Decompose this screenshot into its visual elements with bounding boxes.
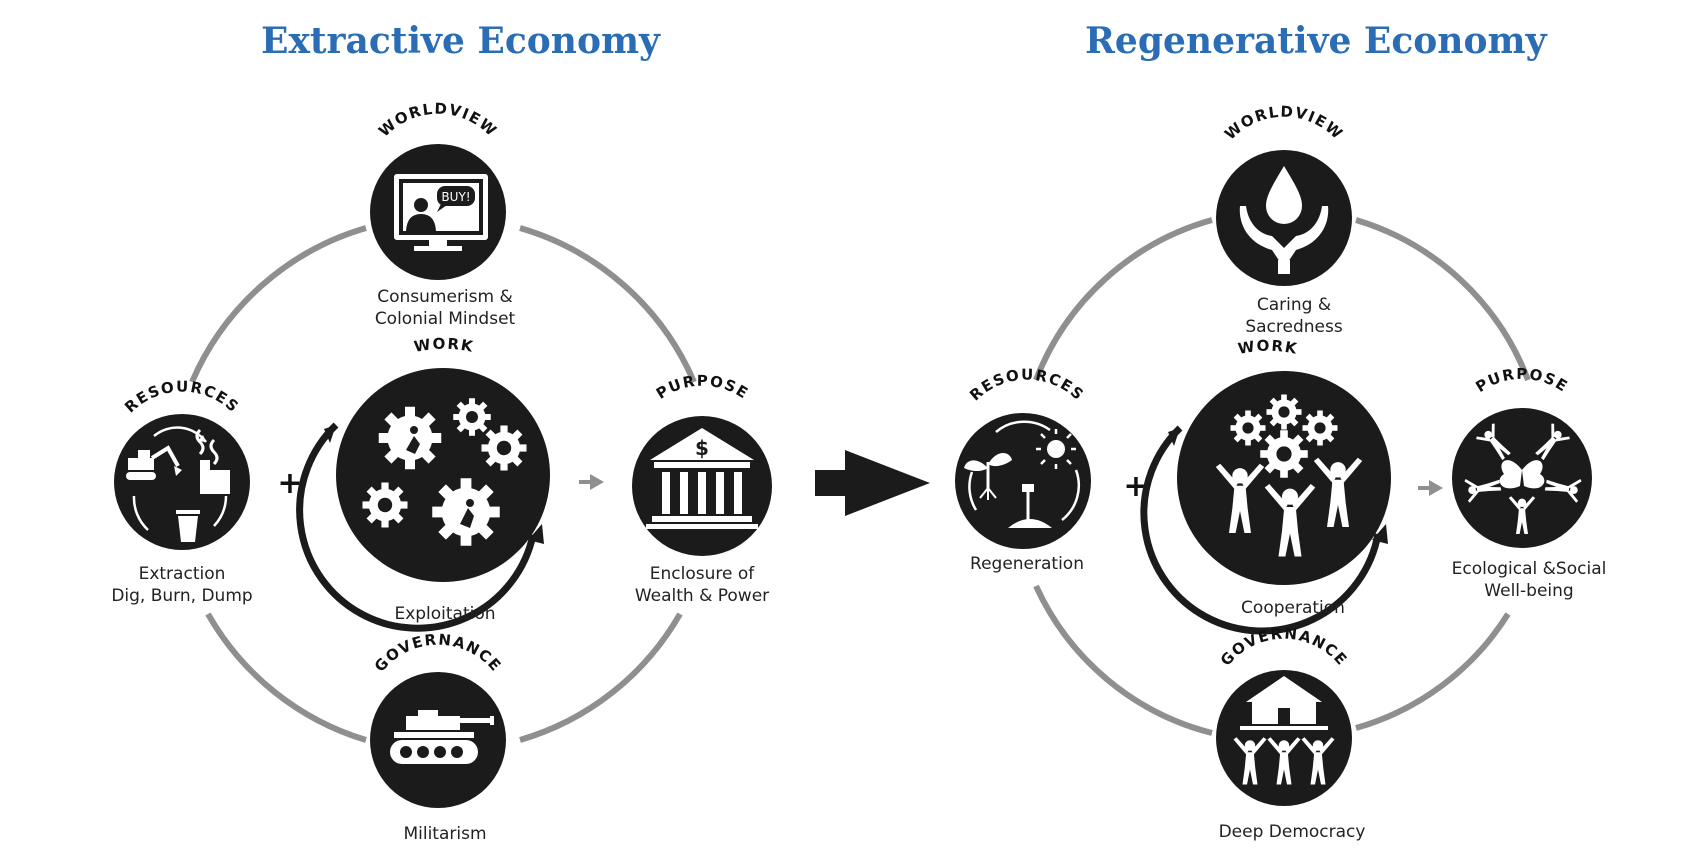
left-purpose-caption: Enclosure of Wealth & Power	[635, 563, 769, 607]
left-worldview-label: WORLDVIEW	[375, 100, 501, 141]
right-purpose-caption: Ecological &Social Well-being	[1452, 558, 1607, 602]
left-work-node: WORK	[296, 335, 550, 632]
left-work-caption: Exploitation	[394, 603, 495, 625]
left-worldview-caption-line2: Colonial Mindset	[374, 309, 516, 329]
left-cycle-ring	[189, 225, 697, 743]
right-worldview-caption-line2: Sacredness	[1245, 317, 1343, 337]
people-lifting-house-icon	[1233, 676, 1335, 785]
right-governance-node: GOVERNANCE	[1216, 624, 1352, 806]
right-flow-arrow	[1418, 480, 1443, 496]
right-resources-caption-line1: Regeneration	[970, 554, 1084, 574]
left-purpose-caption-line1: Enclosure of	[649, 564, 755, 584]
right-work-caption-line1: Cooperation	[1241, 598, 1345, 618]
left-governance-caption: Militarism	[403, 823, 486, 845]
left-resources-caption-line2: Dig, Burn, Dump	[111, 586, 253, 606]
left-resources-node: RESOURCES	[114, 378, 250, 550]
right-purpose-node: PURPOSE	[1452, 365, 1592, 548]
right-worldview-caption: Caring & Sacredness	[1245, 294, 1342, 338]
gears-workers-icon	[362, 398, 527, 546]
tv-salesman-icon: BUY!	[394, 174, 488, 251]
left-resources-label: RESOURCES	[121, 378, 243, 417]
left-worldview-node: WORLDVIEW BUY!	[370, 100, 506, 280]
left-work-caption-line1: Exploitation	[394, 604, 496, 624]
regenerative-economy-title: Regenerative Economy	[1085, 20, 1547, 62]
right-work-node: WORK	[1140, 337, 1391, 635]
hands-water-drop-icon	[1239, 166, 1329, 274]
left-governance-caption-line1: Militarism	[403, 824, 487, 844]
left-governance-node: GOVERNANCE	[370, 630, 506, 808]
sprout-sun-shovel-icon	[964, 420, 1081, 528]
right-governance-caption-line1: Deep Democracy	[1218, 822, 1366, 842]
left-resources-caption-line1: Extraction	[138, 564, 226, 584]
left-work-label: WORK	[413, 335, 476, 356]
right-resources-caption: Regeneration	[970, 553, 1084, 575]
bank-dollar-icon: $	[646, 428, 758, 529]
tank-icon	[390, 710, 494, 764]
left-flow-arrow	[579, 474, 604, 490]
right-purpose-caption-line1: Ecological &Social	[1451, 559, 1607, 579]
extractive-economy-title: Extractive Economy	[261, 20, 660, 62]
right-purpose-label: PURPOSE	[1472, 365, 1571, 396]
transition-arrow	[815, 450, 930, 516]
right-worldview-caption-line1: Caring &	[1256, 295, 1332, 315]
left-resources-caption: Extraction Dig, Burn, Dump	[111, 563, 252, 607]
left-purpose-node: PURPOSE $	[632, 372, 772, 556]
right-work-label: WORK	[1237, 337, 1300, 358]
people-butterfly-icon	[1464, 422, 1582, 534]
right-cycle-ring	[1033, 217, 1531, 736]
right-resources-node: RESOURCES	[955, 366, 1091, 549]
svg-text:BUY!: BUY!	[441, 190, 470, 204]
right-governance-caption: Deep Democracy	[1219, 821, 1366, 843]
left-purpose-caption-line2: Wealth & Power	[634, 586, 770, 606]
svg-text:$: $	[695, 436, 709, 460]
left-worldview-caption-line1: Consumerism &	[377, 287, 513, 307]
right-resources-label: RESOURCES	[966, 366, 1088, 405]
left-worldview-caption: Consumerism & Colonial Mindset	[375, 286, 515, 330]
left-governance-label: GOVERNANCE	[371, 630, 505, 675]
left-purpose-label: PURPOSE	[653, 372, 752, 403]
right-worldview-node: WORLDVIEW	[1216, 103, 1352, 286]
right-worldview-label: WORLDVIEW	[1221, 103, 1347, 144]
excavator-factory-trash-icon	[126, 426, 230, 542]
right-work-caption: Cooperation	[1241, 597, 1345, 619]
right-purpose-caption-line2: Well-being	[1484, 581, 1574, 601]
